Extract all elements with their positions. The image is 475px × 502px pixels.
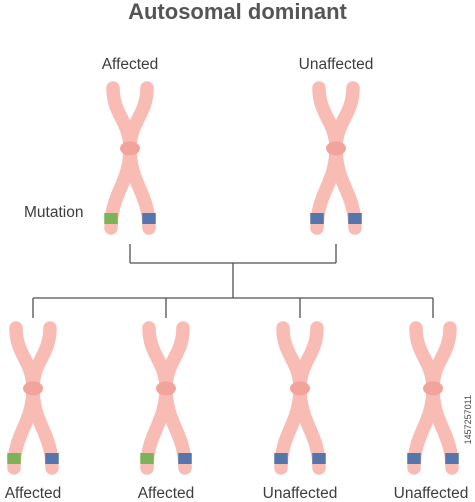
normal-band xyxy=(178,453,192,464)
normal-band xyxy=(310,213,324,224)
normal-band xyxy=(445,453,459,464)
normal-band xyxy=(312,453,326,464)
parent-label-unaffected: Unaffected xyxy=(298,56,374,73)
offspring-label-3: Unaffected xyxy=(262,485,338,502)
centromere xyxy=(290,381,310,396)
centromere xyxy=(326,141,346,156)
chromosome-arm xyxy=(123,81,154,156)
offspring-chromosome-3 xyxy=(274,321,326,475)
mutation-band xyxy=(104,213,118,224)
normal-band xyxy=(274,453,288,464)
offspring-chromosome-4 xyxy=(407,321,459,475)
normal-band xyxy=(45,453,59,464)
normal-band xyxy=(407,453,421,464)
offspring-label-4: Unaffected xyxy=(393,485,469,502)
chromosome-arm xyxy=(426,321,457,396)
offspring-label-1: Affected xyxy=(4,485,62,502)
normal-band xyxy=(142,213,156,224)
centromere xyxy=(156,381,176,396)
mutation-band xyxy=(140,453,154,464)
normal-band xyxy=(348,213,362,224)
parent-chromosome-2 xyxy=(310,81,362,235)
mutation-band xyxy=(7,453,21,464)
chromosome-arm xyxy=(329,81,360,156)
offspring-chromosome-2 xyxy=(140,321,192,475)
centromere xyxy=(120,141,140,156)
centromere xyxy=(23,381,43,396)
mutation-label: Mutation xyxy=(24,204,84,221)
centromere xyxy=(423,381,443,396)
diagram-title: Autosomal dominant xyxy=(128,0,347,24)
chromosome-arm xyxy=(293,321,324,396)
offspring-label-2: Affected xyxy=(137,485,195,502)
chromosome-arm xyxy=(159,321,190,396)
stock-id-text: 1457257011 xyxy=(463,395,473,445)
parent-chromosome-1 xyxy=(104,81,156,235)
parent-label-affected: Affected xyxy=(101,56,159,73)
chromosome-group xyxy=(7,81,459,475)
pedigree-connectors xyxy=(32,244,434,318)
chromosome-arm xyxy=(26,321,57,396)
offspring-chromosome-1 xyxy=(7,321,59,475)
